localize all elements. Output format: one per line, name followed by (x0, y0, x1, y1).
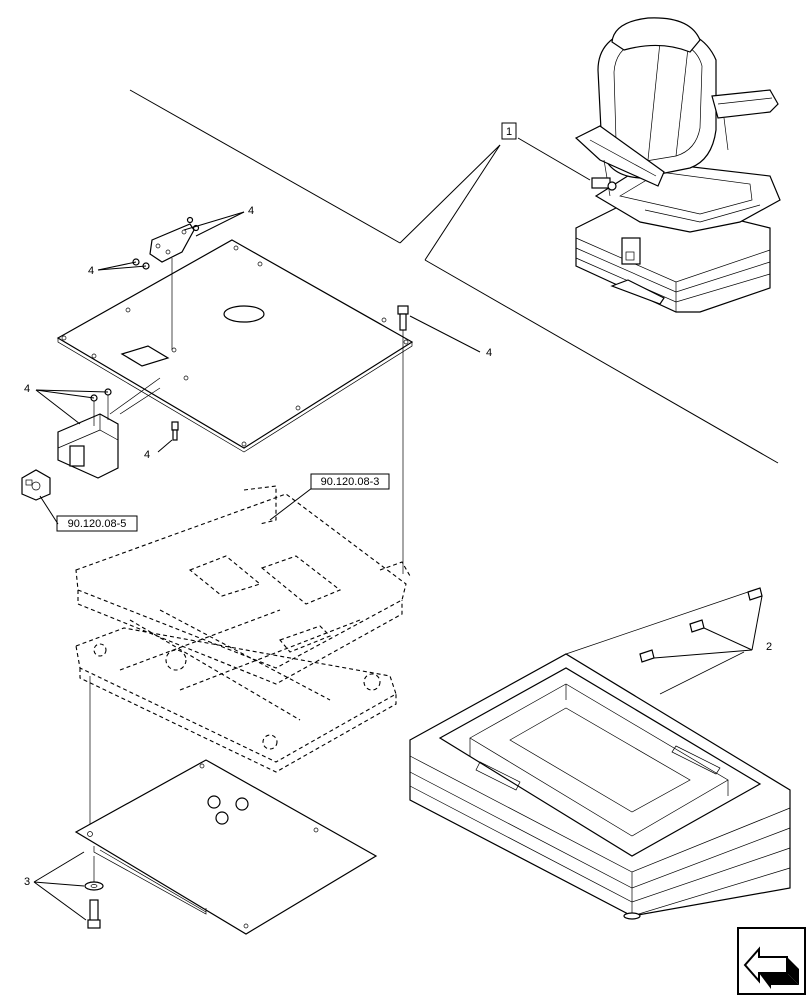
back-arrow-icon[interactable] (737, 927, 806, 995)
plate-bolt-right (397, 305, 481, 574)
callout-2[interactable]: 2 (766, 641, 772, 653)
callout-4-hinge-top[interactable]: 4 (183, 205, 254, 237)
callout-4-hinge-left[interactable]: 4 (88, 261, 147, 277)
callout-4-bolt-right[interactable]: 4 (486, 347, 492, 359)
bottom-base-plate (74, 759, 378, 935)
plate-bolt-left (157, 421, 179, 453)
ref-box-switch-assembly[interactable]: 90.120.08-5 (39, 495, 138, 532)
svg-text:3: 3 (24, 876, 30, 888)
svg-text:4: 4 (88, 265, 94, 277)
bellows-screws (565, 587, 763, 695)
callout-1-leaders (129, 89, 779, 464)
hinge-bracket (149, 223, 195, 350)
callout-4-bolt-left[interactable]: 4 (144, 449, 150, 461)
svg-text:2: 2 (766, 641, 772, 653)
bellows-cover (409, 653, 791, 920)
svg-text:90.120.08-3: 90.120.08-3 (321, 476, 380, 488)
seat-switch (21, 469, 51, 501)
callout-1-box[interactable]: 1 (501, 122, 517, 140)
ref-box-scissor-frame[interactable]: 90.120.08-3 (310, 473, 390, 490)
leader-scissor-frame (269, 487, 313, 521)
callout-3[interactable]: 3 (24, 851, 87, 921)
svg-text:4: 4 (24, 383, 30, 395)
svg-text:4: 4 (144, 449, 150, 461)
svg-text:1: 1 (506, 126, 512, 138)
hinge-screws (132, 216, 200, 270)
svg-text:90.120.08-5: 90.120.08-5 (68, 518, 127, 530)
base-washer-and-bolt (84, 856, 104, 929)
svg-text:4: 4 (248, 205, 254, 217)
top-mounting-plate (56, 239, 414, 453)
scissor-suspension-frame (75, 485, 411, 773)
switch-bracket (57, 377, 161, 479)
svg-text:4: 4 (486, 347, 492, 359)
complete-seat-illustration (574, 17, 781, 313)
callout-4-bracket[interactable]: 4 (24, 383, 109, 425)
